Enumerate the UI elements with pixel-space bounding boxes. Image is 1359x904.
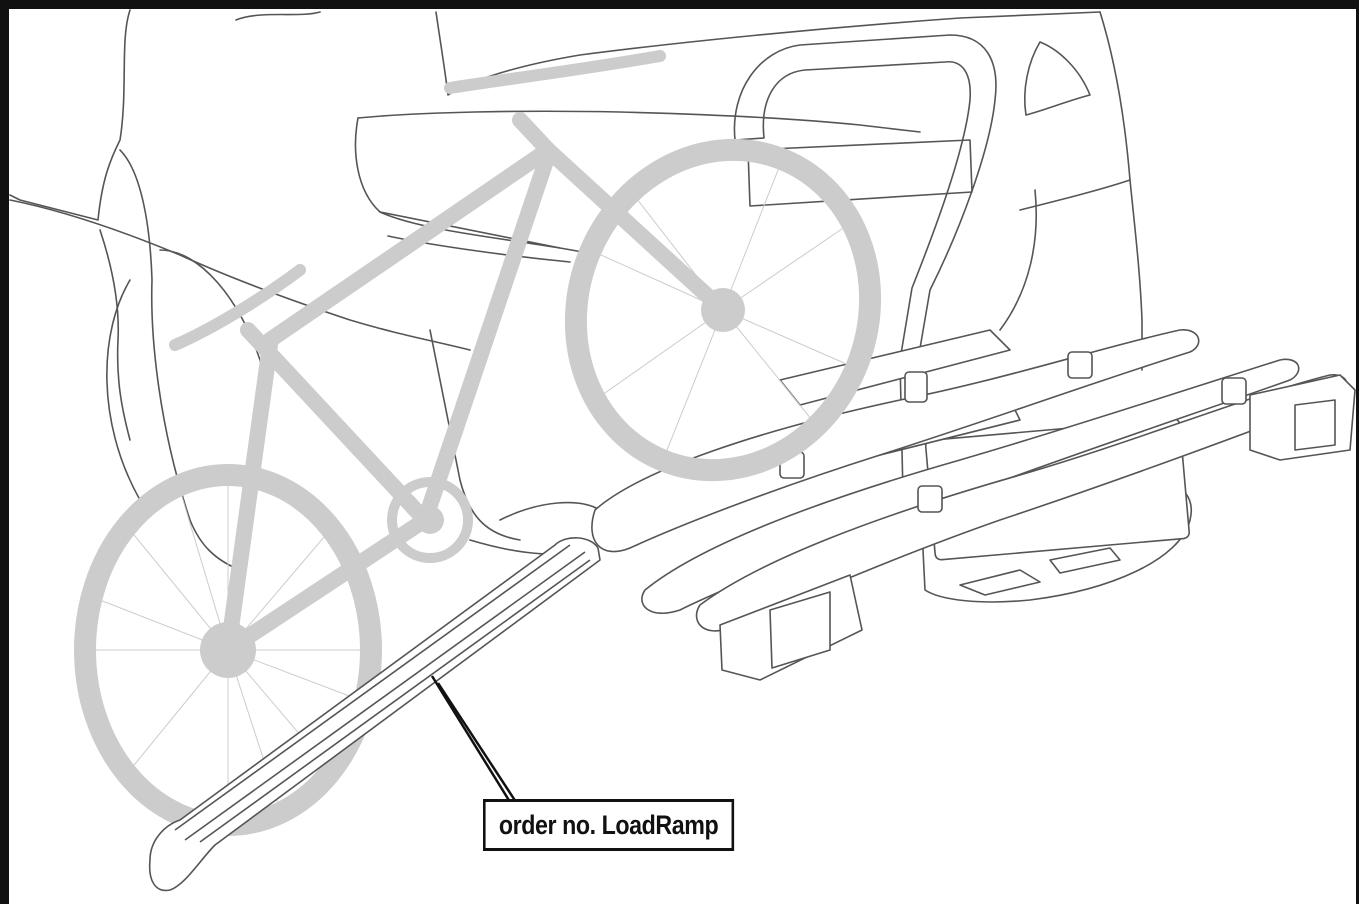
top-tube (262, 142, 556, 348)
seat-stay (220, 337, 278, 658)
chain-stay (220, 512, 433, 658)
stem (512, 112, 556, 158)
load-ramp (148, 537, 601, 892)
wheel-trays (591, 329, 1356, 681)
callout-leader (430, 675, 518, 803)
fork (540, 142, 731, 318)
bicycle (74, 50, 882, 836)
order-number-callout: order no. LoadRamp (483, 799, 735, 851)
seat-tube (240, 322, 433, 528)
front-wheel (564, 138, 882, 482)
down-tube (417, 147, 556, 528)
